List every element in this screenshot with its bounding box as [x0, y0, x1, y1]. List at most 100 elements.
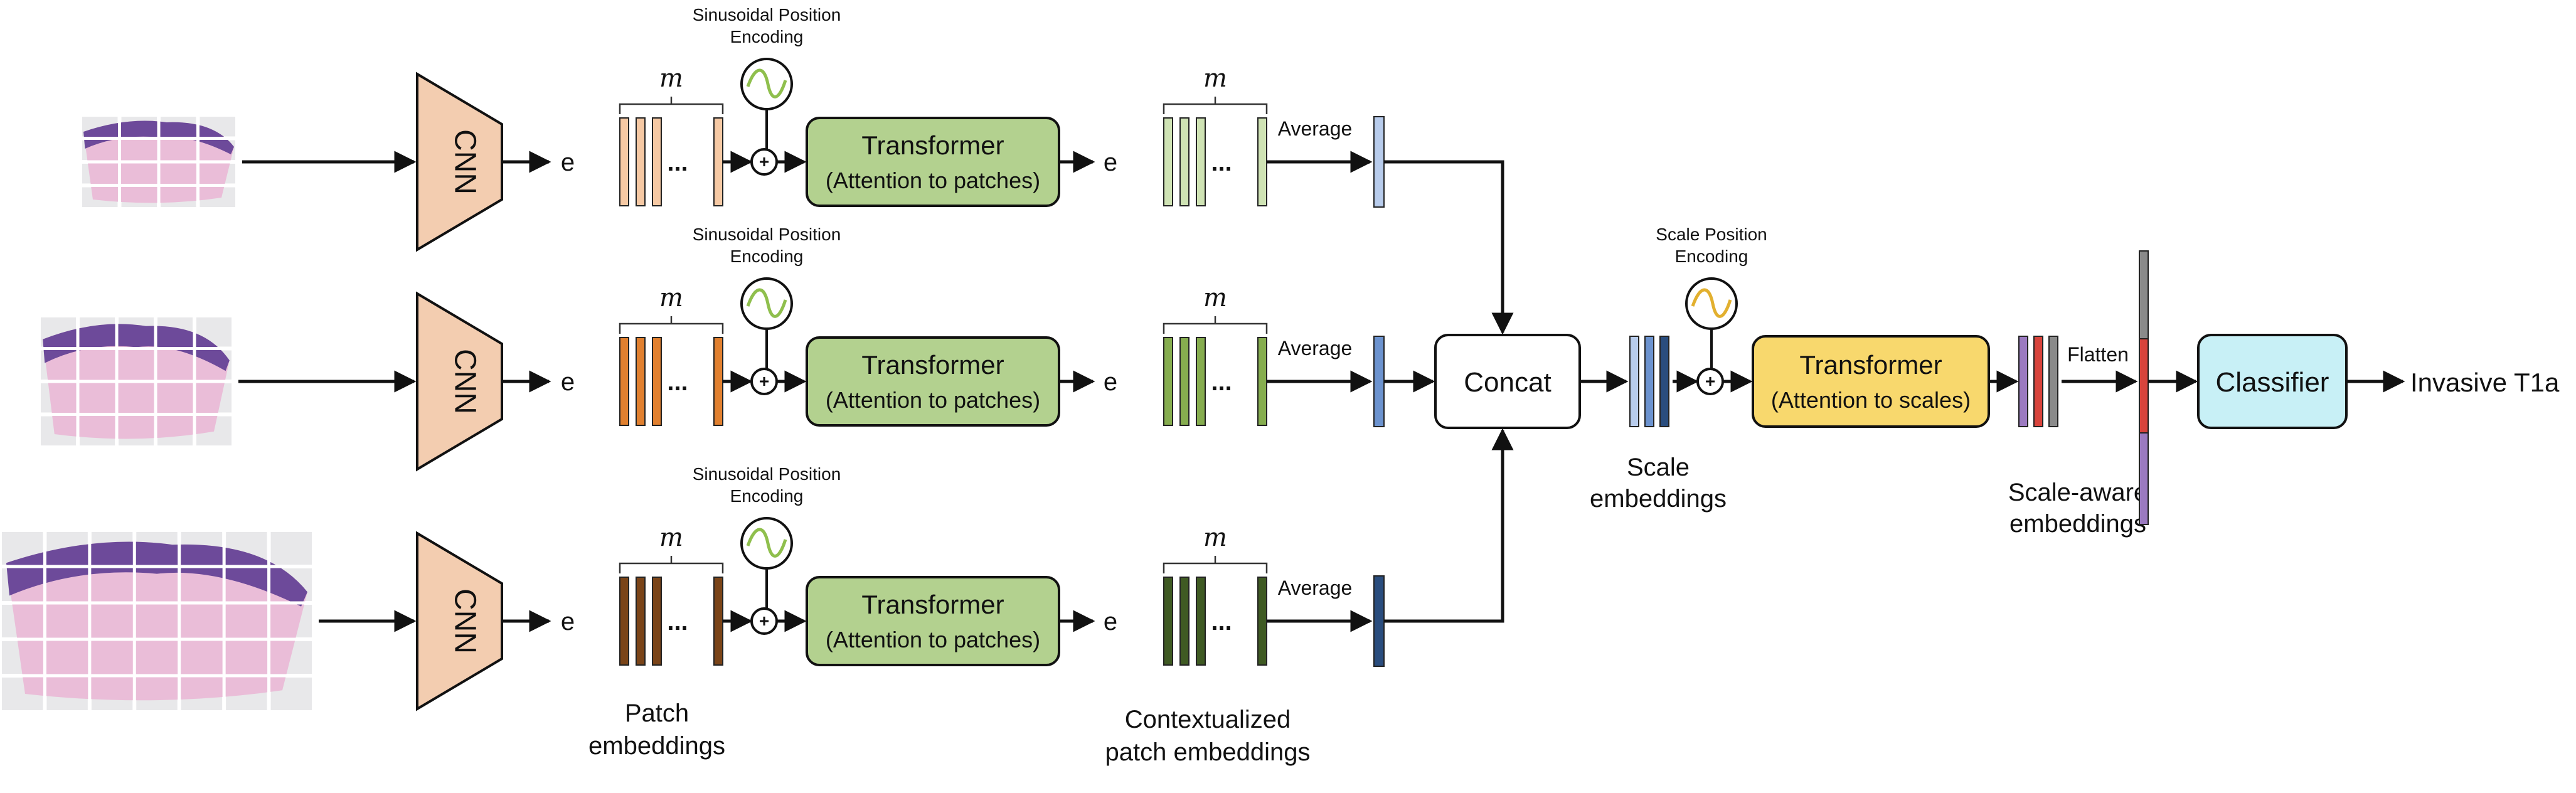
- transformer-patches-title: Transformer: [861, 350, 1004, 380]
- embedding-bar: [1163, 117, 1173, 206]
- embedding-bar: [1196, 117, 1206, 206]
- e-label: e: [561, 608, 575, 636]
- tissue-patch-grid: [0, 530, 314, 712]
- cnn-block: [416, 291, 503, 472]
- transformer-scales-title: Transformer: [1799, 350, 1942, 380]
- classifier-label: Classifier: [2216, 367, 2329, 398]
- scale-aware-embedding-bars: [2018, 336, 2058, 427]
- contextualized-embeddings-label-line2: patch embeddings: [1105, 738, 1311, 766]
- output-label: Invasive T1a: [2410, 368, 2560, 397]
- sin-pe-label-line1: Sinusoidal Position: [693, 225, 841, 244]
- embedding-bar: [636, 577, 646, 666]
- brace: [1163, 97, 1268, 114]
- patch-embedding-bars: ... m: [619, 284, 724, 426]
- cnn-label: CNN: [448, 588, 481, 654]
- flattened-vector: [2139, 250, 2149, 525]
- ellipsis-label: ...: [1211, 149, 1232, 176]
- grid-tile: [270, 532, 312, 565]
- transformer-patches-title: Transformer: [861, 130, 1004, 160]
- sine-wave-icon: [746, 288, 787, 318]
- embedding-bar: [1196, 337, 1206, 426]
- average-label: Average: [1278, 337, 1353, 359]
- ellipsis-label: ...: [667, 368, 688, 396]
- ellipsis-label: ...: [667, 608, 688, 636]
- add-icon: +: [750, 148, 778, 176]
- embedding-bar: [713, 337, 723, 426]
- scale-embeddings-label-line1: Scale: [1627, 454, 1690, 481]
- sin-pe-label-line2: Encoding: [730, 486, 804, 506]
- m-label: m: [1203, 523, 1227, 552]
- scale-aware-embedding-bar: [2018, 336, 2028, 427]
- context-embedding-bars: ...m: [1163, 523, 1268, 666]
- embedding-bar: [1257, 337, 1267, 426]
- scale-embedding-bars: [1629, 336, 1669, 427]
- sine-wave-icon: [1691, 288, 1732, 318]
- sin-pe-label-line1: Sinusoidal Position: [693, 464, 841, 484]
- e-label: e: [561, 149, 575, 176]
- brace: [1163, 316, 1268, 334]
- patch-embedding-bars: ... m: [619, 64, 724, 206]
- tissue-body: [6, 541, 307, 701]
- add-icon: +: [750, 607, 778, 635]
- sin-pe-label-line2: Encoding: [730, 247, 804, 266]
- embedding-bar: [1179, 117, 1190, 206]
- context-embedding-bars: ... m: [1163, 64, 1268, 206]
- ellipsis-label: ...: [667, 149, 688, 176]
- flatten-label: Flatten: [2067, 343, 2129, 366]
- m-label: m: [659, 284, 683, 312]
- average-label: Average: [1278, 117, 1353, 140]
- tissue-patch-grid: [80, 115, 237, 209]
- connector-top-to-concat: [1384, 160, 1514, 335]
- embedding-bar: [619, 117, 629, 206]
- e-label: e: [1104, 149, 1117, 176]
- plus-symbol: +: [1705, 371, 1715, 391]
- cnn-label: CNN: [448, 349, 481, 414]
- flattened-segment: [2139, 250, 2149, 339]
- m-label: m: [1203, 64, 1227, 93]
- embedding-bar: [1163, 337, 1173, 426]
- plus-symbol: +: [759, 611, 769, 631]
- m-label: m: [1203, 284, 1227, 312]
- scale-pe-label-line1: Scale Position: [1656, 225, 1767, 244]
- scale-aware-label-line2: embeddings: [2009, 510, 2146, 538]
- m-label: m: [659, 64, 683, 93]
- sin-pe-label-line2: Encoding: [730, 27, 804, 46]
- transformer-patches-title: Transformer: [861, 590, 1004, 619]
- embedding-bar: [619, 337, 629, 426]
- scale-encoding-icon: [1685, 277, 1738, 330]
- contextualized-embeddings-label-line1: Contextualized: [1125, 706, 1291, 733]
- m-label: m: [659, 523, 683, 552]
- brace: [619, 556, 724, 573]
- ellipsis-label: ...: [1211, 368, 1232, 396]
- embedding-bar: [713, 577, 723, 666]
- sinusoidal-encoding-icon: [740, 277, 793, 330]
- connector-bottom-to-concat: [1384, 428, 1514, 623]
- brace: [1163, 556, 1268, 573]
- embedding-bar: [652, 337, 662, 426]
- e-label: e: [561, 368, 575, 396]
- scale-embedding-bar: [1629, 336, 1639, 427]
- transformer-patches-subtitle: (Attention to patches): [826, 168, 1040, 193]
- average-embedding-bar: [1373, 575, 1385, 667]
- sine-wave-icon: [746, 68, 787, 98]
- sine-wave-icon: [746, 528, 787, 558]
- sinusoidal-encoding-icon: [740, 517, 793, 570]
- embedding-bar: [1257, 577, 1267, 666]
- patch-embeddings-label-line2: embeddings: [588, 732, 725, 760]
- patch-embeddings-label-line1: Patch: [625, 700, 689, 727]
- embedding-bar: [1179, 577, 1190, 666]
- tissue-epidermis: [43, 324, 230, 371]
- embedding-bar: [652, 117, 662, 206]
- scale-embedding-bar: [1659, 336, 1669, 427]
- scale-aware-embedding-bar: [2033, 336, 2043, 427]
- embedding-bar: [1163, 577, 1173, 666]
- sinusoidal-encoding-icon: [740, 58, 793, 110]
- embedding-bar: [1257, 117, 1267, 206]
- concat-label: Concat: [1464, 367, 1551, 398]
- transformer-scales-subtitle: (Attention to scales): [1771, 387, 1971, 413]
- plus-symbol: +: [759, 152, 769, 171]
- scale-aware-embedding-bar: [2048, 336, 2058, 427]
